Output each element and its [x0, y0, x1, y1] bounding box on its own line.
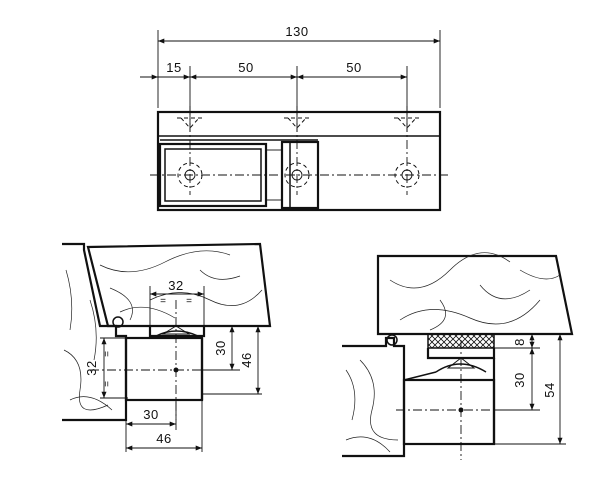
label-54: 54	[542, 382, 557, 397]
left-hinge	[90, 300, 240, 420]
label-50-second: 50	[346, 60, 361, 75]
label-32-top: 32	[168, 278, 183, 293]
left-dim-32-top: 32 = =	[149, 278, 205, 326]
equal-mark-2: =	[186, 296, 192, 307]
right-marble-slab	[376, 252, 574, 336]
left-seal	[112, 316, 124, 328]
label-46-vertical: 46	[239, 352, 254, 367]
right-marble-block	[342, 336, 406, 458]
left-section-view: 32 = = 32 = = 30 46	[62, 242, 272, 452]
left-dim-horizontal: 30 46	[125, 400, 203, 452]
label-30-horizontal: 30	[143, 407, 158, 422]
right-section-view: 8 30 54	[342, 252, 574, 460]
countersink-screws	[177, 117, 420, 134]
left-dim-32-side: 32 = =	[84, 337, 128, 399]
right-seal	[386, 334, 398, 346]
label-30-vertical: 30	[213, 340, 228, 355]
equal-mark-4: =	[102, 381, 113, 387]
label-15: 15	[166, 60, 181, 75]
label-8: 8	[512, 338, 527, 346]
left-dim-vertical: 30 46	[202, 325, 262, 395]
equal-mark-1: =	[160, 296, 166, 307]
label-46-horizontal: 46	[156, 431, 171, 446]
equal-mark-3: =	[102, 351, 113, 357]
left-marble-slab	[86, 242, 272, 328]
label-32-side: 32	[84, 360, 99, 375]
right-hinge	[396, 340, 528, 460]
right-dim-vertical: 8 30 54	[494, 333, 566, 445]
dimension-chain: 15 50 50	[140, 60, 408, 125]
center-lines	[150, 106, 450, 195]
top-view: 130 15 50 50	[140, 24, 450, 212]
plate-outline	[156, 110, 442, 212]
label-30-right: 30	[512, 372, 527, 387]
label-50-first: 50	[238, 60, 253, 75]
dimension-overall-width: 130	[157, 24, 441, 108]
label-130: 130	[285, 24, 308, 39]
